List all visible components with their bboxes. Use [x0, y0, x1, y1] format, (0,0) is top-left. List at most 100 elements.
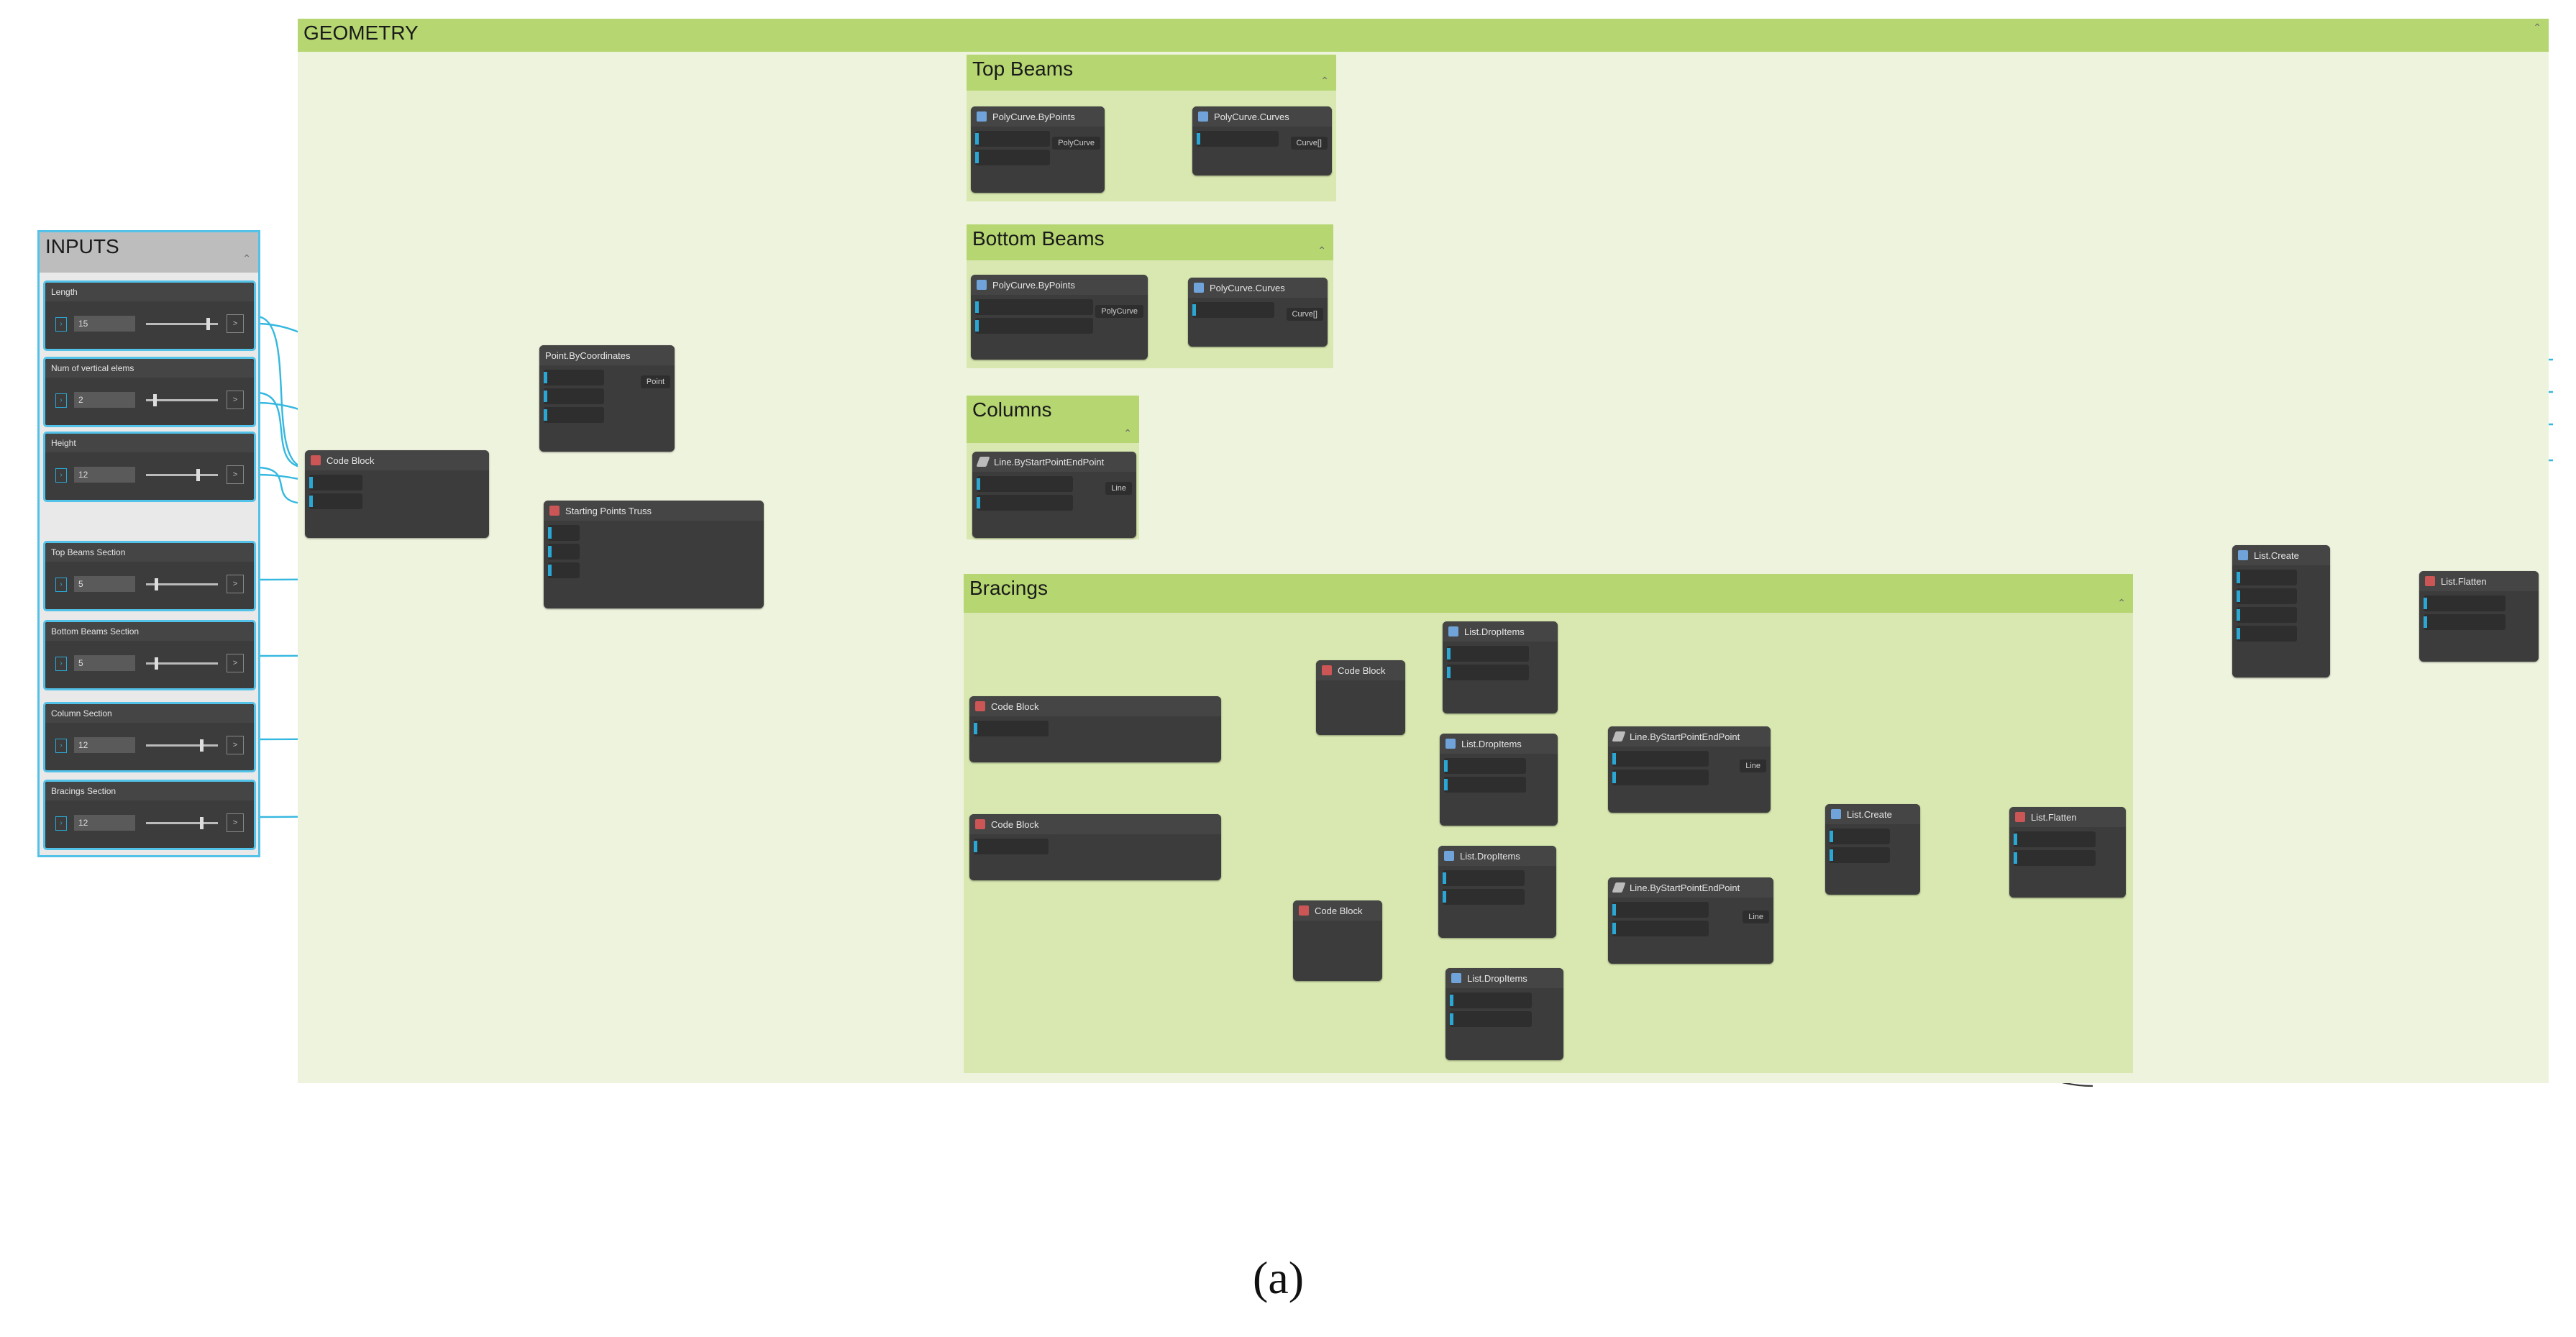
collapse-icon[interactable]: ⌃ [2533, 22, 2541, 33]
input-port[interactable] [1830, 829, 1890, 844]
slider-bracings-section[interactable]: Bracings Section › 12 > [43, 780, 256, 850]
slider-track[interactable] [146, 739, 218, 752]
input-port[interactable] [1447, 665, 1529, 680]
node-polycurve-curves-bottom[interactable]: PolyCurve.Curves Curve[] [1188, 278, 1328, 347]
output-port[interactable]: PolyCurve [1095, 305, 1143, 318]
collapse-icon[interactable]: ⌃ [2117, 597, 2126, 608]
input-port[interactable] [2014, 831, 2096, 847]
group-inputs-header[interactable]: INPUTS ⌃ [40, 232, 258, 273]
node-line-bracing-2[interactable]: Line.ByStartPointEndPoint Line [1608, 877, 1773, 964]
input-port[interactable] [2424, 614, 2506, 630]
output-port[interactable]: PolyCurve [1052, 137, 1100, 150]
node-starting-points-truss[interactable]: Starting Points Truss [544, 501, 764, 608]
expand-icon[interactable]: › [55, 657, 67, 671]
output-port[interactable]: > [227, 813, 244, 832]
input-port[interactable] [1612, 770, 1709, 785]
slider-num-vertical-elems[interactable]: Num of vertical elems › 2 > [43, 357, 256, 427]
slider-value[interactable]: 5 [74, 655, 135, 671]
slider-thumb[interactable] [206, 318, 210, 330]
slider-height[interactable]: Height › 12 > [43, 432, 256, 502]
slider-track[interactable] [146, 469, 218, 481]
expand-icon[interactable]: › [55, 393, 67, 408]
node-list-create-bracing[interactable]: List.Create [1825, 804, 1920, 895]
group-top-beams-header[interactable]: Top Beams ⌃ [967, 55, 1336, 91]
collapse-icon[interactable]: ⌃ [242, 252, 251, 264]
slider-track[interactable] [146, 657, 218, 670]
slider-value[interactable]: 2 [74, 392, 135, 408]
input-port[interactable] [2237, 570, 2297, 585]
collapse-icon[interactable]: ⌃ [1317, 245, 1326, 256]
expand-icon[interactable]: › [55, 816, 67, 831]
slider-bottom-beams-section[interactable]: Bottom Beams Section › 5 > [43, 620, 256, 690]
connector-wire[interactable] [255, 391, 307, 469]
group-top-beams[interactable]: Top Beams ⌃ [967, 55, 1336, 201]
slider-track[interactable] [146, 817, 218, 829]
output-port[interactable]: > [227, 575, 244, 593]
input-port[interactable] [1197, 131, 1279, 147]
node-list-create-main[interactable]: List.Create [2232, 545, 2330, 677]
output-port[interactable]: > [227, 736, 244, 754]
slider-value[interactable]: 12 [74, 467, 135, 483]
input-port[interactable] [1447, 646, 1529, 662]
input-port[interactable] [1830, 847, 1890, 863]
input-port[interactable] [2014, 850, 2096, 866]
input-port[interactable] [1444, 777, 1526, 793]
input-port[interactable] [975, 299, 1093, 315]
slider-length[interactable]: Length › 15 > [43, 280, 256, 351]
slider-thumb[interactable] [200, 817, 204, 829]
connector-wire[interactable] [255, 466, 307, 505]
input-port[interactable] [974, 721, 1049, 736]
output-port[interactable]: > [227, 391, 244, 409]
slider-value[interactable]: 5 [74, 576, 135, 592]
group-bracings-header[interactable]: Bracings ⌃ [964, 574, 2133, 613]
node-code-block-bracing-1[interactable]: Code Block [969, 696, 1221, 762]
slider-value[interactable]: 15 [74, 316, 135, 332]
output-port[interactable]: Curve[] [1290, 137, 1328, 150]
group-columns-header[interactable]: Columns ⌃ [967, 396, 1139, 443]
node-line-columns[interactable]: Line.ByStartPointEndPoint Line [972, 452, 1136, 538]
input-port[interactable] [548, 544, 580, 560]
output-port[interactable]: > [227, 465, 244, 484]
node-polycurve-by-points-top[interactable]: PolyCurve.ByPoints PolyCurve [971, 106, 1105, 193]
input-port[interactable] [544, 407, 604, 423]
input-port[interactable] [544, 370, 604, 385]
output-port[interactable]: > [227, 654, 244, 672]
output-port[interactable]: Curve[] [1286, 308, 1323, 321]
input-port[interactable] [309, 493, 362, 509]
node-code-block-main[interactable]: Code Block [305, 450, 489, 538]
slider-thumb[interactable] [155, 657, 158, 670]
expand-icon[interactable]: › [55, 468, 67, 483]
slider-track[interactable] [146, 318, 218, 330]
input-port[interactable] [2424, 596, 2506, 611]
input-port[interactable] [1444, 758, 1526, 774]
input-port[interactable] [975, 150, 1050, 165]
node-code-block-bracing-3[interactable]: Code Block [1316, 660, 1405, 735]
input-port[interactable] [1192, 302, 1274, 318]
node-polycurve-by-points-bottom[interactable]: PolyCurve.ByPoints PolyCurve [971, 275, 1148, 360]
input-port[interactable] [1443, 889, 1525, 905]
node-list-flatten-main[interactable]: List.Flatten [2419, 571, 2539, 662]
node-list-drop-items-1[interactable]: List.DropItems [1443, 621, 1558, 713]
slider-thumb[interactable] [196, 469, 200, 481]
collapse-icon[interactable]: ⌃ [1320, 75, 1329, 86]
output-port[interactable]: Line [1105, 482, 1132, 495]
slider-value[interactable]: 12 [74, 737, 135, 753]
node-list-drop-items-3[interactable]: List.DropItems [1438, 846, 1556, 938]
input-port[interactable] [1450, 1011, 1532, 1027]
expand-icon[interactable]: › [55, 739, 67, 753]
node-list-drop-items-2[interactable]: List.DropItems [1440, 734, 1558, 826]
input-port[interactable] [548, 562, 580, 578]
slider-column-section[interactable]: Column Section › 12 > [43, 702, 256, 772]
output-port[interactable]: Line [1740, 759, 1766, 772]
input-port[interactable] [1612, 751, 1709, 767]
input-port[interactable] [2237, 607, 2297, 623]
input-port[interactable] [977, 476, 1073, 492]
slider-thumb[interactable] [153, 394, 157, 406]
slider-thumb[interactable] [200, 739, 204, 752]
input-port[interactable] [975, 131, 1050, 147]
input-port[interactable] [548, 525, 580, 541]
expand-icon[interactable]: › [55, 317, 67, 332]
input-port[interactable] [1612, 921, 1709, 936]
slider-value[interactable]: 12 [74, 815, 135, 831]
node-list-flatten-bracing[interactable]: List.Flatten [2009, 807, 2126, 898]
